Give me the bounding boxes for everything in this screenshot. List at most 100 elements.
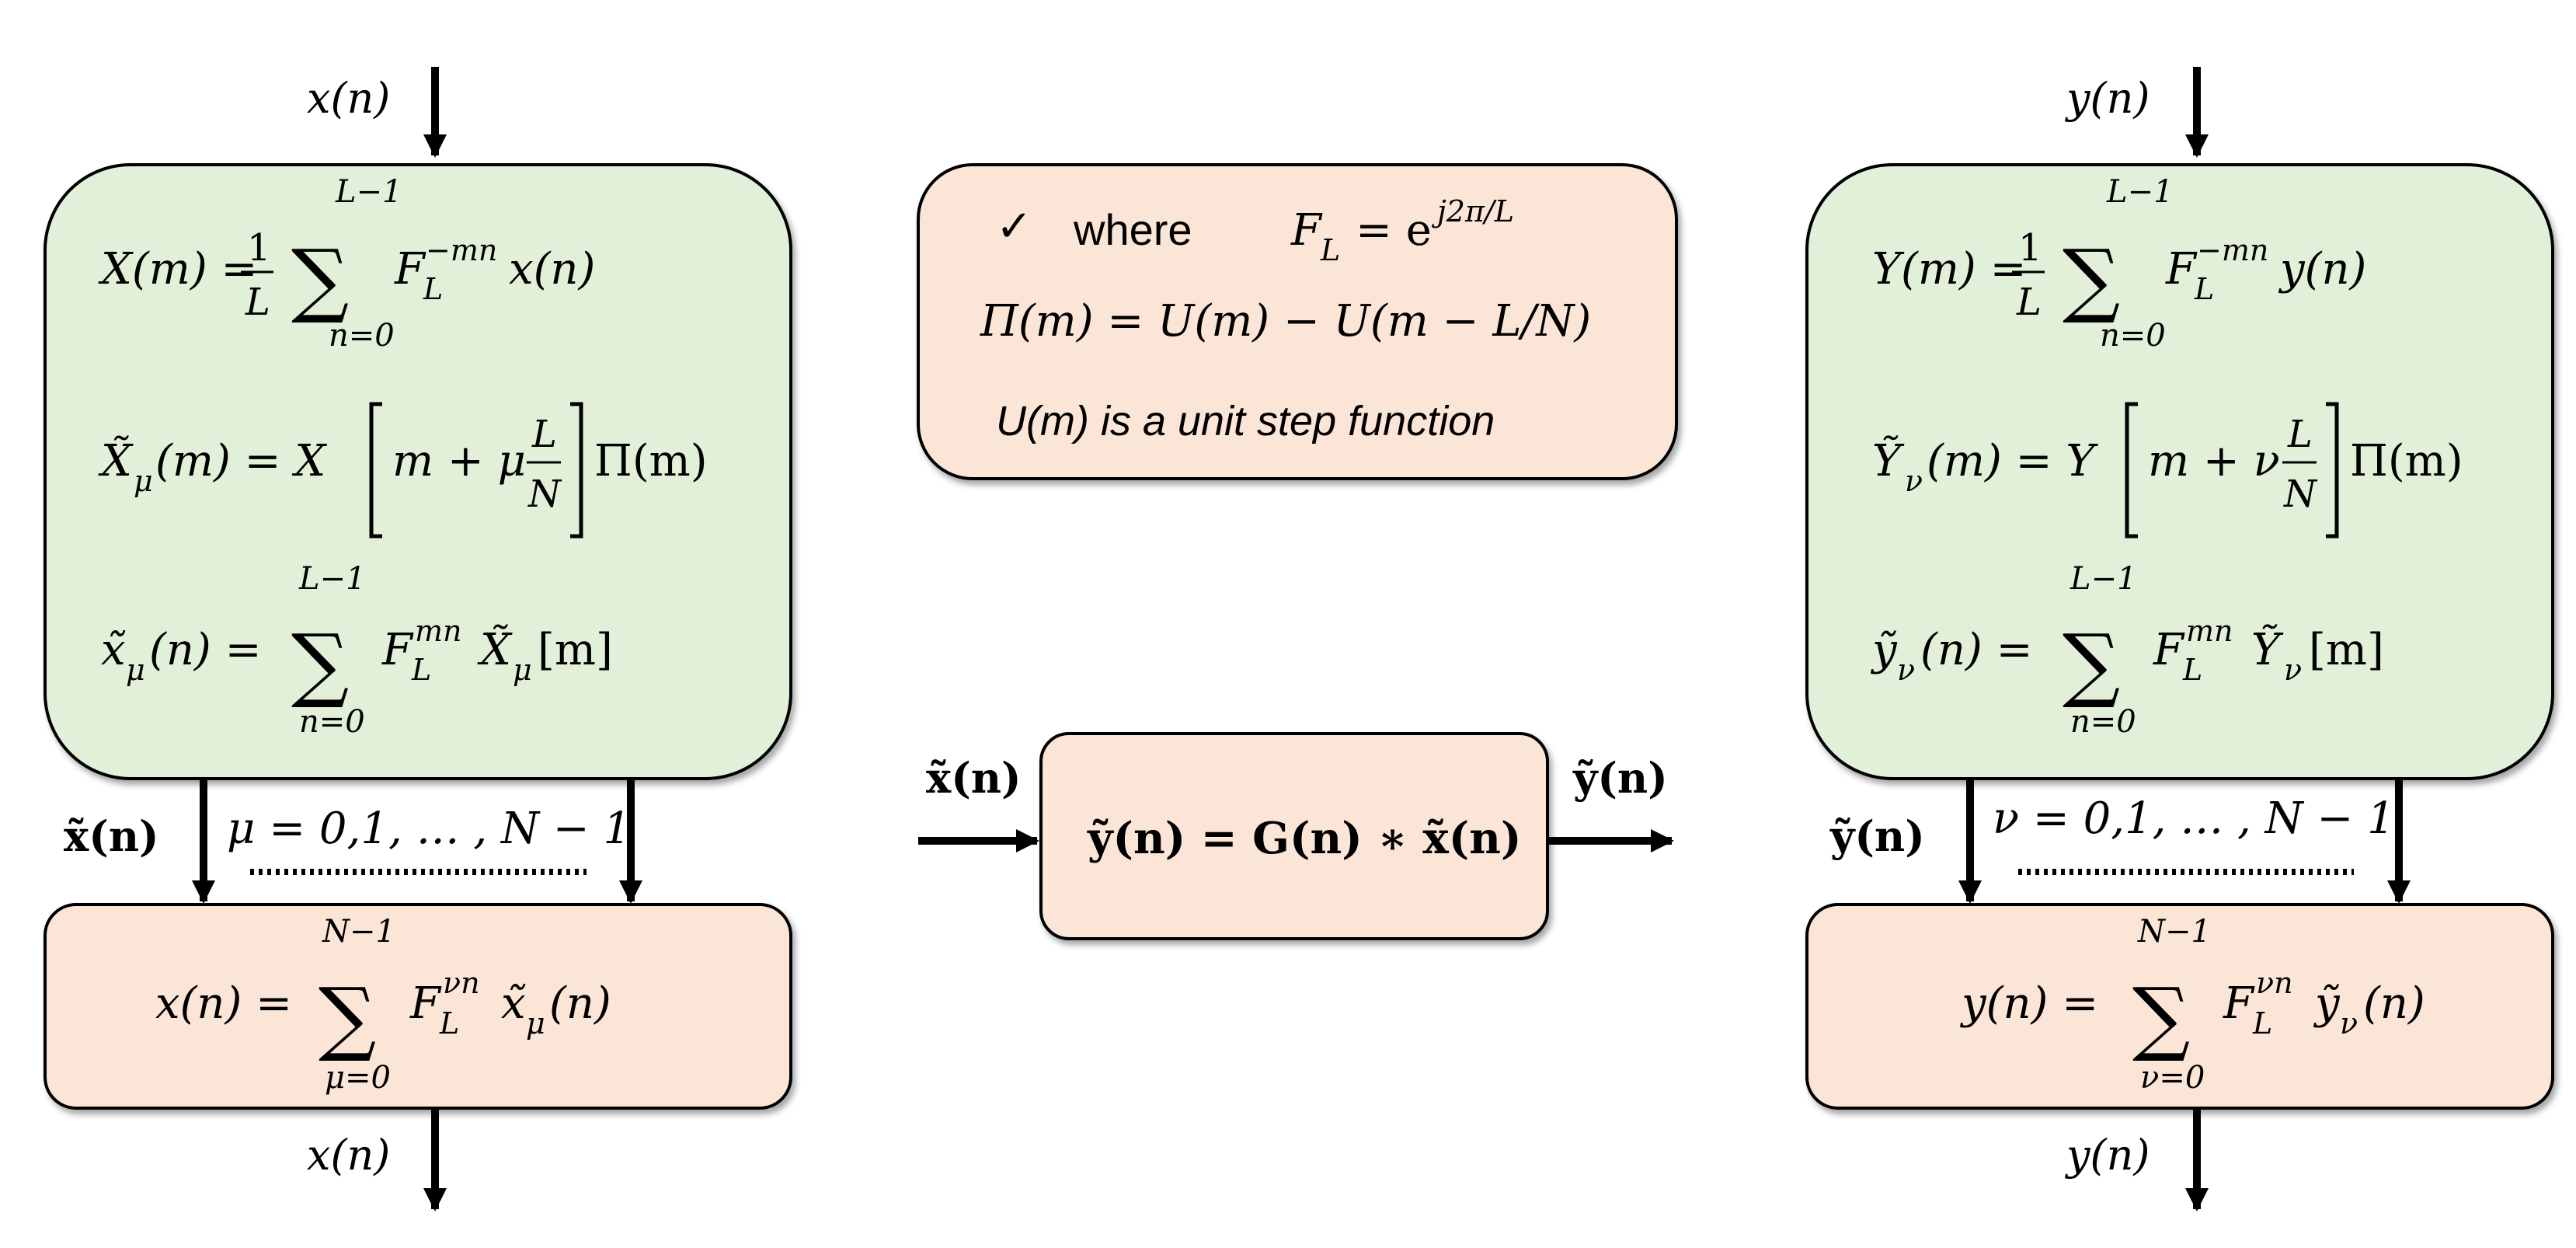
svg-text:Π(m): Π(m) (594, 436, 708, 486)
svg-text:mn: mn (415, 614, 462, 648)
svg-text:Π(m): Π(m) (2350, 436, 2463, 486)
svg-text:L: L (1320, 233, 1340, 267)
svg-text:ỹ: ỹ (2313, 978, 2341, 1029)
svg-text:F: F (394, 244, 426, 295)
channel-output-label: ỹ(n) (1572, 753, 1668, 803)
svg-text:L−1: L−1 (335, 174, 402, 210)
svg-text:X̃: X̃ (98, 435, 134, 486)
left-side-label: x̃(n) (64, 811, 159, 861)
svg-text:L: L (531, 413, 557, 456)
right-index-range: ν = 0,1, … , N − 1 (1993, 793, 2395, 844)
svg-text:n=0: n=0 (2100, 318, 2166, 354)
svg-text:νn: νn (443, 966, 480, 1000)
svg-text:Ỹ: Ỹ (2251, 624, 2284, 675)
left-analysis-branch: x(n) X(m) = 1 L L−1 ∑ n=0 F L −mn x(n) X… (44, 67, 792, 1211)
svg-text:F: F (381, 625, 414, 675)
channel-equation: ỹ(n) = G(n) ∗ x̃(n) (1087, 813, 1521, 864)
svg-text:Y(m) =: Y(m) = (1872, 244, 2027, 295)
svg-text:μ: μ (513, 653, 532, 687)
svg-text:j2π/L: j2π/L (1432, 194, 1514, 228)
svg-text:ν=0: ν=0 (2140, 1060, 2205, 1096)
svg-text:m + ν: m + ν (2148, 436, 2280, 486)
svg-text:ν: ν (1897, 653, 1915, 687)
svg-text:= e: = e (1356, 205, 1432, 256)
svg-text:Ỹ: Ỹ (1872, 435, 1905, 486)
svg-text:n=0: n=0 (2070, 704, 2136, 740)
left-output-label: x(n) (307, 1131, 390, 1180)
svg-text:mn: mn (2186, 614, 2233, 648)
left-idft-equation: x̃ μ (n) = L−1 ∑ n=0 F L mn X̃ μ [m] (101, 561, 613, 740)
svg-text:∑: ∑ (319, 970, 376, 1065)
left-synthesis-box (44, 903, 792, 1110)
svg-text:∑: ∑ (2063, 616, 2120, 711)
svg-text:−mn: −mn (426, 233, 497, 267)
svg-text:μ=0: μ=0 (325, 1060, 391, 1096)
right-input-label: y(n) (2065, 74, 2150, 123)
svg-text:(n) =: (n) = (149, 625, 261, 675)
svg-text:∑: ∑ (291, 232, 349, 326)
left-synthesis-equation: x(n) = N−1 ∑ μ=0 F L νn x̃ μ (n) (155, 914, 611, 1096)
channel-input-label: x̃(n) (926, 753, 1022, 803)
right-side-label: ỹ(n) (1829, 811, 1925, 861)
svg-text:L−1: L−1 (2106, 174, 2174, 210)
svg-text:[m]: [m] (2309, 625, 2384, 675)
svg-text:μ: μ (526, 1006, 545, 1041)
svg-text:ỹ: ỹ (1870, 625, 1898, 675)
svg-text:(n): (n) (549, 978, 611, 1029)
definitions-box (917, 163, 1678, 480)
svg-text:μ: μ (126, 653, 145, 687)
left-shift-equation: X̃ μ (m) = X m + μ L N Π(m) (98, 402, 708, 539)
svg-text:L−1: L−1 (2070, 561, 2137, 597)
svg-text:X(m) =: X(m) = (98, 244, 257, 295)
svg-text:F: F (1290, 205, 1323, 256)
svg-text:L: L (2252, 1006, 2272, 1041)
svg-text:F: F (2223, 978, 2255, 1029)
svg-text:L−1: L−1 (298, 561, 366, 597)
pi-definition: Π(m) = U(m) − U(m − L/N) (980, 296, 1591, 347)
right-analysis-box (1805, 163, 2554, 780)
left-input-label: x(n) (307, 74, 390, 123)
svg-text:x̃: x̃ (501, 978, 526, 1029)
svg-text:y(n): y(n) (2278, 244, 2366, 295)
channel-block: x̃(n) ỹ(n) = G(n) ∗ x̃(n) ỹ(n) (918, 732, 1674, 940)
svg-text:(n): (n) (2363, 978, 2425, 1029)
right-synthesis-box (1805, 903, 2554, 1110)
right-output-label: y(n) (2065, 1131, 2150, 1180)
right-dft-equation: Y(m) = 1 L L−1 ∑ n=0 F L −mn y(n) (1872, 174, 2366, 354)
svg-text:N: N (527, 472, 562, 516)
svg-text:m + μ: m + μ (392, 436, 526, 486)
svg-text:n=0: n=0 (299, 704, 365, 740)
left-analysis-box (44, 163, 792, 780)
svg-text:1: 1 (2018, 226, 2042, 270)
svg-text:(m) = X: (m) = X (155, 436, 327, 486)
svg-text:∑: ∑ (2132, 970, 2190, 1065)
svg-text:L: L (245, 281, 270, 324)
svg-text:L: L (2194, 272, 2214, 306)
svg-text:y(n) =: y(n) = (1959, 978, 2098, 1029)
svg-text:x(n) =: x(n) = (155, 978, 292, 1029)
svg-text:L: L (2287, 413, 2313, 456)
svg-text:νn: νn (2256, 966, 2293, 1000)
svg-text:x(n): x(n) (509, 244, 595, 295)
svg-text:L: L (423, 272, 443, 306)
svg-text:N: N (2283, 472, 2318, 516)
svg-text:∑: ∑ (291, 616, 349, 711)
right-shift-equation: Ỹ ν (m) = Y m + ν L N Π(m) (1872, 402, 2463, 539)
svg-text:F: F (2165, 244, 2198, 295)
svg-text:N−1: N−1 (2137, 914, 2211, 950)
svg-text:ν: ν (1905, 464, 1923, 498)
svg-text:x̃: x̃ (101, 625, 126, 675)
svg-text:1: 1 (247, 226, 271, 270)
svg-text:L: L (2182, 653, 2202, 687)
svg-text:n=0: n=0 (329, 318, 395, 354)
svg-text:ν: ν (2284, 653, 2302, 687)
svg-text:F: F (2153, 625, 2185, 675)
svg-text:μ: μ (134, 464, 153, 498)
definitions-panel: ✓ where F L = e j2π/L Π(m) = U(m) − U(m … (917, 163, 1678, 480)
svg-text:−mn: −mn (2197, 233, 2268, 267)
step-definition: U(m) is a unit step function (996, 398, 1495, 444)
fl-definition: F L = e j2π/L (1290, 194, 1514, 267)
svg-text:(n) =: (n) = (1920, 625, 2032, 675)
right-idft-equation: ỹ ν (n) = L−1 ∑ n=0 F L mn Ỹ ν [m] (1870, 561, 2384, 740)
